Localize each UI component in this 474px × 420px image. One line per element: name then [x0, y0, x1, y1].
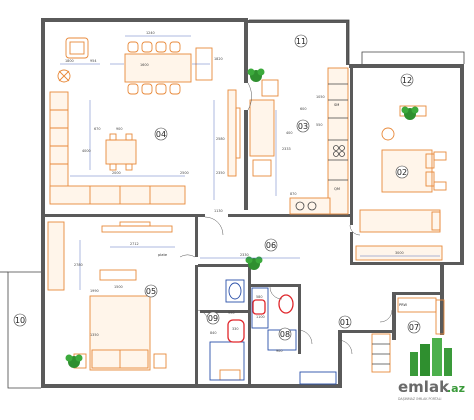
- svg-text:04: 04: [156, 130, 166, 139]
- svg-text:11: 11: [296, 37, 306, 46]
- label-qm: QM: [334, 187, 340, 191]
- dim-label: 2712: [130, 242, 139, 246]
- dim-label: 2500: [180, 171, 189, 175]
- room-03-kitchen: [249, 67, 349, 215]
- room-number-09: 09: [206, 311, 220, 325]
- dim-label: 1990: [90, 289, 99, 293]
- room-number-12: 12: [400, 73, 414, 87]
- interior-walls: [45, 58, 353, 385]
- dim-label: 4000: [82, 149, 91, 153]
- emlak-logo: emlak .az DAŞINMAZ ƏMLAK PORTALI: [398, 338, 465, 401]
- room-05-bedroom: [47, 221, 241, 381]
- label-prw: PRW: [399, 303, 408, 307]
- label-sm: SM: [334, 103, 339, 107]
- dim-label: 1600: [140, 63, 149, 67]
- doors: [179, 82, 393, 355]
- dim-label: 580: [256, 295, 262, 299]
- plant-icon: [245, 256, 263, 270]
- dim-label: 2000: [112, 171, 121, 175]
- plant-icon: [247, 68, 265, 82]
- plants: [65, 68, 419, 368]
- room-04-living: [49, 37, 241, 205]
- dim-label: 400: [286, 131, 292, 135]
- logo-tagline: DAŞINMAZ ƏMLAK PORTALI: [398, 397, 442, 401]
- dim-label: 2580: [216, 137, 225, 141]
- dim-label: 2330: [240, 253, 249, 257]
- svg-text:06: 06: [266, 241, 276, 250]
- room-number-10: 10: [13, 313, 27, 327]
- svg-text:07: 07: [409, 323, 419, 332]
- label-plate: plate: [158, 253, 168, 257]
- room-numbers: 01 02 03 04 05 06 07 08 09 10 11 12: [13, 34, 421, 341]
- dim-label: 1800: [65, 59, 74, 63]
- room-02-bedroom: [355, 105, 447, 261]
- dim-label: 3000: [395, 251, 404, 255]
- dim-label: 2333: [282, 147, 291, 151]
- dim-label: 670: [94, 127, 100, 131]
- bathrooms: [209, 279, 337, 385]
- plant-icon: [65, 354, 83, 368]
- dim-label: 900: [276, 349, 282, 353]
- room-number-05: 05: [144, 284, 158, 298]
- room-number-08: 08: [278, 327, 292, 341]
- dim-label: 550: [316, 123, 322, 127]
- dim-label: 900: [116, 127, 122, 131]
- dim-label: 954: [90, 59, 96, 63]
- svg-text:03: 03: [298, 122, 308, 131]
- dim-label: 1050: [316, 95, 325, 99]
- room-number-02: 02: [395, 165, 409, 179]
- svg-text:10: 10: [15, 316, 25, 325]
- dimension-lines: [60, 35, 440, 290]
- room-number-01: 01: [338, 315, 352, 329]
- svg-text:12: 12: [402, 76, 412, 85]
- dim-label: 870: [290, 192, 296, 196]
- svg-text:02: 02: [397, 168, 407, 177]
- dim-label: 2350: [216, 171, 225, 175]
- dim-label: 1820: [214, 57, 223, 61]
- dim-label: 990: [228, 311, 234, 315]
- svg-text:01: 01: [340, 318, 350, 327]
- dim-label: 1500: [114, 285, 123, 289]
- dim-label: 1100: [256, 315, 265, 319]
- dimension-texts: 1240 1600 1820 954 1800 670 900 4000 200…: [65, 31, 404, 353]
- svg-text:09: 09: [208, 314, 218, 323]
- balconies: [0, 19, 465, 389]
- logo-suffix: .az: [447, 382, 465, 395]
- room-number-06: 06: [264, 238, 278, 252]
- room-number-07: 07: [407, 320, 421, 334]
- dim-label: 840: [210, 331, 216, 335]
- dim-label: 1130: [214, 209, 223, 213]
- svg-text:08: 08: [280, 330, 290, 339]
- plant-icon: [401, 106, 419, 120]
- building-skyline-icon: [410, 338, 452, 376]
- dim-label: 330: [232, 327, 238, 331]
- dim-label: 600: [300, 107, 306, 111]
- dim-label: 1240: [146, 31, 155, 35]
- logo-name: emlak: [398, 378, 450, 396]
- svg-text:05: 05: [146, 287, 156, 296]
- room-number-04: 04: [154, 127, 168, 141]
- room-number-11: 11: [294, 34, 308, 48]
- appliance-labels: SM QM PRW plate: [158, 103, 408, 307]
- room-number-03: 03: [296, 119, 310, 133]
- room-07-utility: [371, 297, 445, 373]
- dim-label: 1350: [90, 333, 99, 337]
- dim-label: 2780: [74, 263, 83, 267]
